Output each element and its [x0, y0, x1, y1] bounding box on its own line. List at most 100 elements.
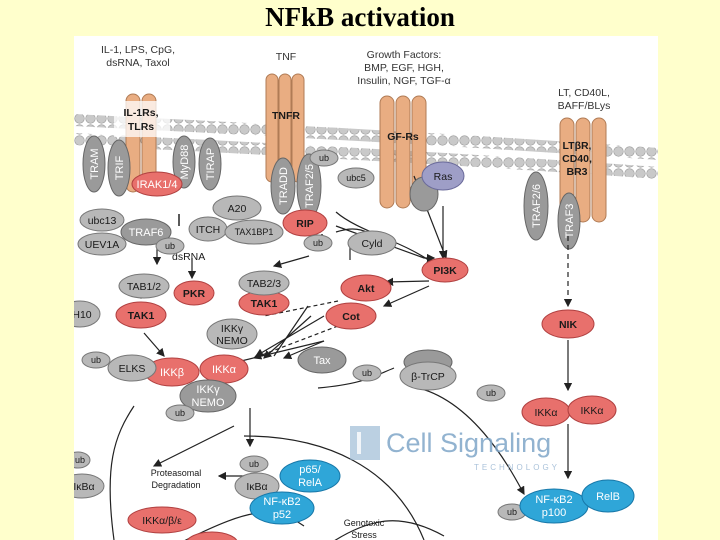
svg-text:ubc13: ubc13	[88, 215, 117, 227]
svg-text:Tax: Tax	[313, 355, 331, 367]
svg-text:p52: p52	[273, 509, 291, 521]
svg-text:ub: ub	[319, 153, 329, 163]
svg-text:IL-1, LPS, CpG,: IL-1, LPS, CpG,	[101, 44, 175, 56]
svg-text:NF-κB2: NF-κB2	[263, 496, 300, 508]
svg-text:IκBα: IκBα	[74, 481, 95, 493]
svg-text:BR3: BR3	[566, 166, 587, 178]
tax-node: Tax	[297, 346, 347, 374]
svg-text:Genotoxic: Genotoxic	[344, 518, 385, 528]
svg-text:Cyld: Cyld	[361, 238, 382, 250]
svg-text:TAB1/2: TAB1/2	[127, 281, 161, 293]
nfkb2-p100-node: NF-κB2 p100	[519, 488, 589, 524]
svg-text:CD40,: CD40,	[562, 153, 592, 165]
svg-text:ITCH: ITCH	[196, 224, 221, 236]
tax1bp1-node: TAX1BP1	[224, 219, 284, 245]
cell-signaling-watermark: Cell Signaling TECHNOLOGY	[350, 426, 560, 472]
svg-text:β-TrCP: β-TrCP	[411, 371, 445, 383]
svg-text:ub: ub	[313, 238, 323, 248]
ikkg-nemo-top-node: IKKγ NEMO	[206, 318, 258, 350]
pathway-diagram: IL-1, LPS, CpG, dsRNA, Taxol TNF Growth …	[74, 44, 658, 540]
svg-text:TLRs: TLRs	[128, 121, 154, 133]
svg-text:ub: ub	[249, 459, 259, 469]
tab12-node: TAB1/2	[118, 273, 170, 299]
tnfr-receptor: TNFR	[265, 73, 305, 183]
svg-text:TIRAP: TIRAP	[205, 148, 217, 180]
svg-text:TRAM: TRAM	[89, 148, 101, 179]
svg-text:UEV1A: UEV1A	[85, 239, 119, 251]
svg-text:IL-1Rs,: IL-1Rs,	[123, 107, 158, 119]
svg-text:ub: ub	[362, 368, 372, 378]
svg-text:TECHNOLOGY: TECHNOLOGY	[474, 463, 560, 472]
svg-text:dsRNA, Taxol: dsRNA, Taxol	[106, 57, 169, 69]
svg-text:TAK1: TAK1	[128, 310, 155, 322]
ikka-dimer-right-node: IKKα	[567, 395, 617, 425]
rip-node: RIP	[282, 209, 328, 237]
tram-adaptor: TRAM	[82, 135, 106, 193]
tab23-node: TAB2/3	[238, 270, 290, 296]
svg-text:TAB2/3: TAB2/3	[247, 278, 281, 290]
svg-text:ubc5: ubc5	[346, 173, 366, 183]
pathway-panel: IL-1, LPS, CpG, dsRNA, Taxol TNF Growth …	[74, 36, 658, 540]
svg-text:Cell Signaling: Cell Signaling	[386, 428, 551, 458]
genotoxic-stress-label: Genotoxic Stress	[344, 518, 385, 540]
traf26-adaptor: TRAF2/6	[523, 171, 549, 241]
cell-membrane	[74, 114, 658, 179]
svg-text:NEMO: NEMO	[192, 397, 225, 409]
svg-text:Stress: Stress	[351, 530, 377, 540]
svg-text:A20: A20	[228, 203, 247, 215]
relb-node: RelB	[581, 479, 635, 513]
ub-tags: ub ub ub ub ub ub ub ub ub ub	[74, 149, 527, 521]
ikka-node: IKKα	[199, 354, 249, 384]
tirap-adaptor: TIRAP	[198, 137, 222, 191]
ubc13-node: ubc13	[79, 208, 125, 232]
svg-text:TRADD: TRADD	[278, 167, 290, 205]
svg-text:H10: H10	[74, 309, 92, 321]
svg-text:MyD88: MyD88	[179, 145, 191, 180]
partial-red-node	[186, 531, 238, 540]
p65-rela-node: p65/ RelA	[279, 459, 341, 493]
svg-text:ELKS: ELKS	[119, 363, 146, 375]
svg-text:GF-Rs: GF-Rs	[387, 131, 419, 143]
svg-text:IKKα: IKKα	[535, 407, 558, 419]
svg-text:ub: ub	[75, 455, 85, 465]
svg-text:TAX1BP1: TAX1BP1	[235, 227, 274, 237]
svg-text:ub: ub	[507, 507, 517, 517]
elks-node: ELKS	[107, 354, 157, 382]
svg-text:IKKα: IKKα	[212, 364, 237, 376]
svg-text:p65/: p65/	[299, 464, 321, 476]
svg-text:IRAK1/4: IRAK1/4	[137, 179, 178, 191]
traf6-node: TRAF6	[120, 218, 172, 246]
svg-text:TRAF6: TRAF6	[129, 227, 164, 239]
ikkg-nemo-node: IKKγ NEMO	[179, 379, 237, 413]
tak1-left-node: TAK1	[115, 301, 167, 329]
il1r-tlr-receptor: IL-1Rs, TLRs	[114, 93, 170, 193]
akt-node: Akt	[340, 274, 392, 302]
uev1a-node: UEV1A	[77, 232, 127, 256]
svg-text:NEMO: NEMO	[216, 335, 248, 347]
ikba-edge-node: IκBα	[74, 473, 105, 499]
svg-text:IKKα: IKKα	[581, 405, 604, 417]
svg-text:ub: ub	[91, 355, 101, 365]
svg-text:Insulin, NGF, TGF-α: Insulin, NGF, TGF-α	[357, 75, 450, 87]
svg-text:TRAF3: TRAF3	[564, 204, 576, 239]
growth-factors-header: Growth Factors: BMP, EGF, HGH, Insulin, …	[357, 49, 450, 87]
svg-text:Growth Factors:: Growth Factors:	[367, 49, 442, 61]
slide-title: NFkB activation	[265, 2, 455, 32]
cyld-node: Cyld	[347, 230, 397, 256]
ras-node: Ras	[409, 161, 465, 212]
svg-text:BMP, EGF, HGH,: BMP, EGF, HGH,	[364, 62, 444, 74]
svg-text:RelB: RelB	[596, 491, 620, 503]
proteasomal-degradation-label: Proteasomal Degradation	[151, 468, 202, 490]
tnf-header: TNF	[276, 51, 296, 63]
ikba-node: IκBα	[234, 472, 280, 500]
svg-text:p100: p100	[542, 507, 566, 519]
svg-text:Akt: Akt	[358, 283, 375, 295]
dsrna-label: dsRNA	[172, 251, 205, 263]
cot-node: Cot	[325, 302, 377, 330]
itch-node: ITCH	[188, 216, 228, 242]
svg-text:LT, CD40L,: LT, CD40L,	[558, 87, 610, 99]
lt-ligands-header: LT, CD40L, BAFF/BLys	[558, 87, 611, 112]
pkr-node: PKR	[173, 280, 215, 306]
ubc5-node: ubc5	[337, 167, 375, 189]
trif-adaptor: TRIF	[107, 139, 131, 197]
